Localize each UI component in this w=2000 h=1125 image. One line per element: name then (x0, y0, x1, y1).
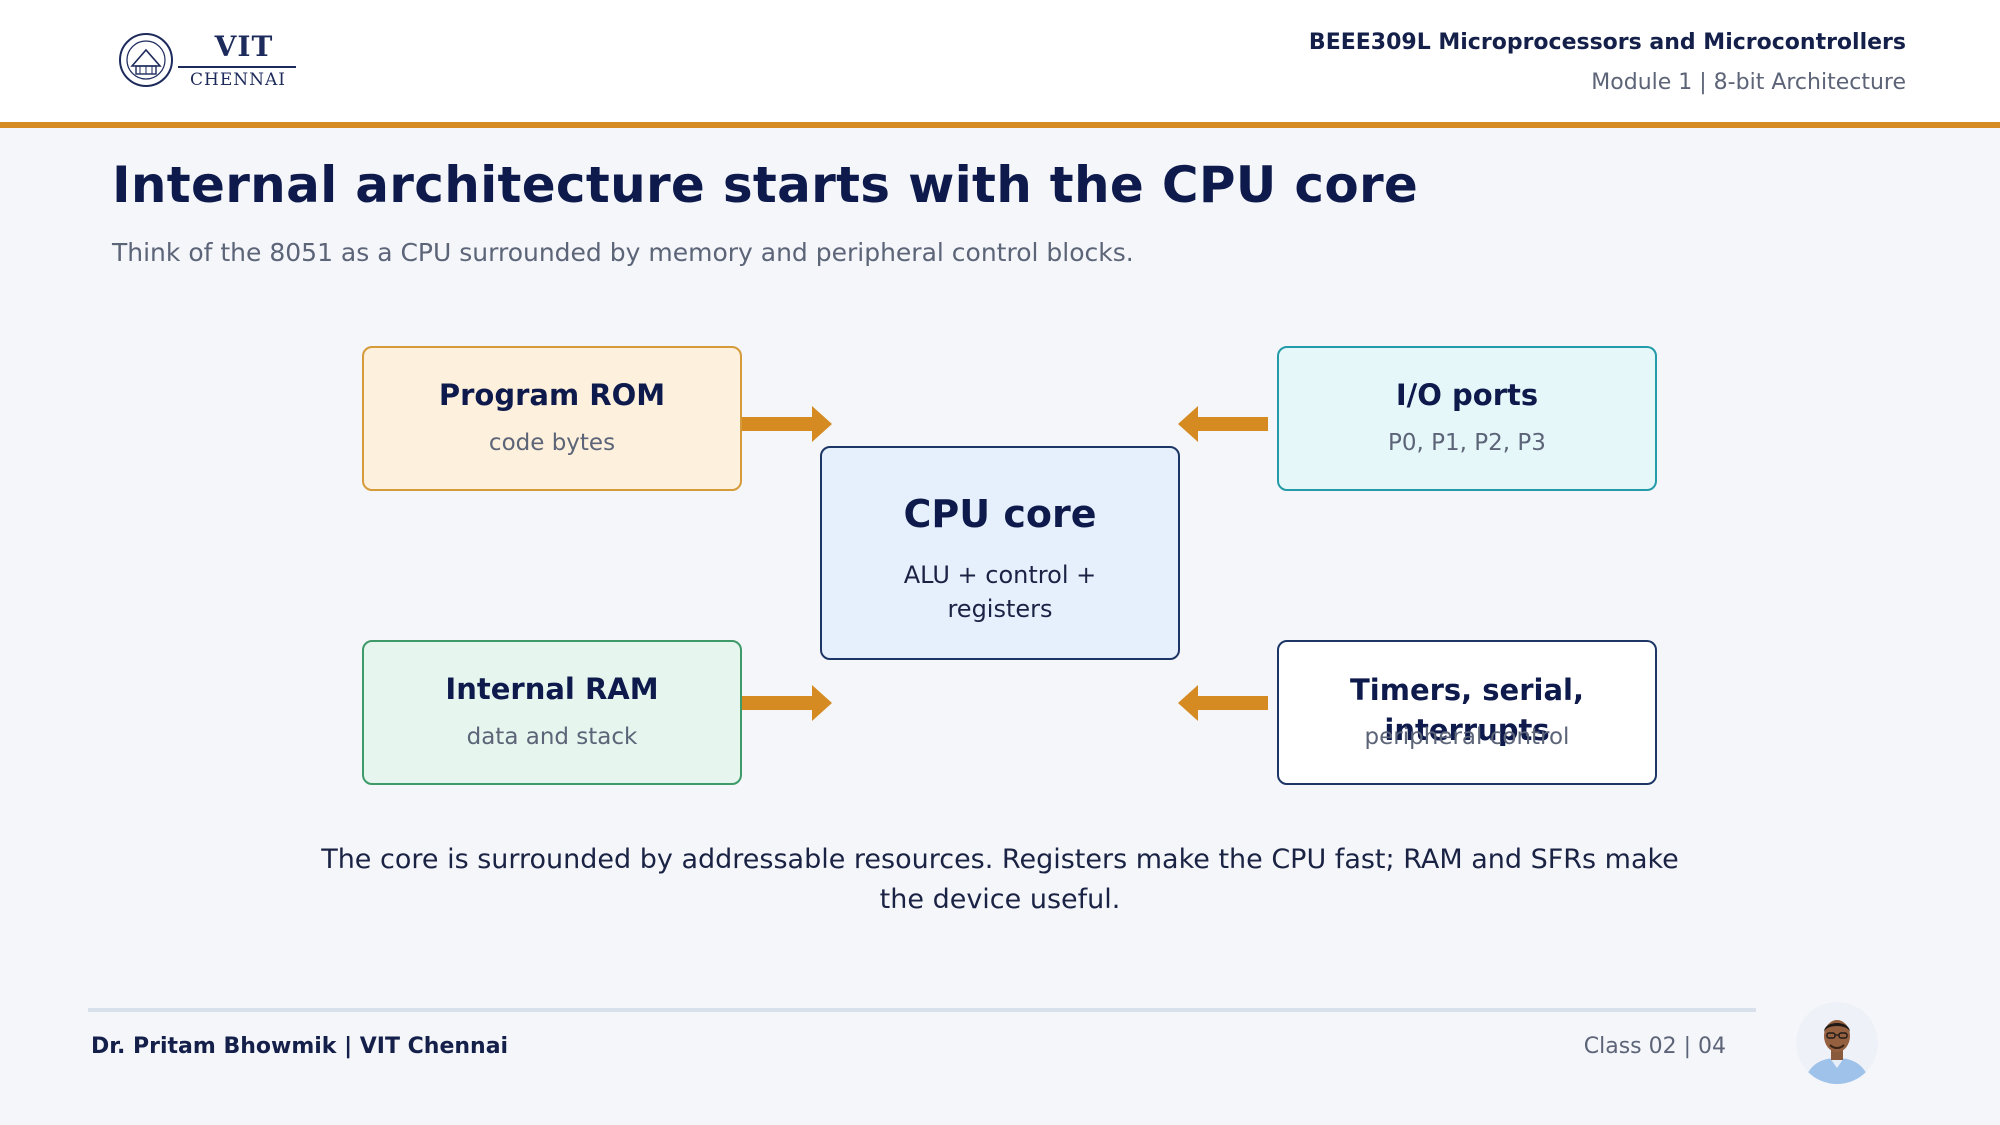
block-subtitle: P0, P1, P2, P3 (1388, 430, 1546, 456)
vit-emblem-icon (119, 33, 173, 87)
module-label: Module 1 | 8-bit Architecture (1591, 70, 1906, 95)
logo-name: VIT (214, 30, 274, 63)
course-title: BEEE309L Microprocessors and Microcontro… (1308, 30, 1906, 55)
footer-author: Dr. Pritam Bhowmik | VIT Chennai (91, 1034, 509, 1059)
footer-divider (88, 1008, 1756, 1012)
logo-campus: CHENNAI (190, 70, 286, 90)
arrow-right-icon (742, 685, 832, 721)
arrow-left-icon (1178, 406, 1268, 442)
vit-logo: VIT CHENNAI (118, 30, 296, 92)
arrow-left-icon (1178, 685, 1268, 721)
footer-class-info: Class 02 | 04 (1583, 1034, 1726, 1059)
avatar (1796, 1002, 1878, 1084)
block-title: Timers, serial, interrupts (1350, 673, 1584, 747)
logo-divider (178, 66, 296, 68)
slide-title: Internal architecture starts with the CP… (112, 156, 1419, 214)
slide-caption: The core is surrounded by addressable re… (321, 844, 1679, 915)
slide-header: VIT CHENNAI BEEE309L Microprocessors and… (0, 0, 2000, 128)
block-subtitle: peripheral control (1364, 724, 1570, 750)
timers-block: Timers, serial, interrupts peripheral co… (1277, 640, 1657, 785)
block-subtitle: code bytes (488, 430, 616, 456)
block-title: I/O ports (1395, 378, 1539, 412)
block-subtitle: data and stack (466, 724, 638, 750)
program-rom-block: Program ROM code bytes (362, 346, 742, 491)
cpu-core-block: CPU core ALU + control + registers (820, 446, 1180, 660)
cpu-subtitle: ALU + control + registers (903, 561, 1097, 623)
slide-subtitle: Think of the 8051 as a CPU surrounded by… (112, 238, 1134, 267)
block-title: Internal RAM (445, 672, 659, 706)
cpu-title: CPU core (903, 492, 1097, 536)
arrow-right-icon (742, 406, 832, 442)
block-title: Program ROM (438, 378, 666, 412)
io-ports-block: I/O ports P0, P1, P2, P3 (1277, 346, 1657, 491)
internal-ram-block: Internal RAM data and stack (362, 640, 742, 785)
